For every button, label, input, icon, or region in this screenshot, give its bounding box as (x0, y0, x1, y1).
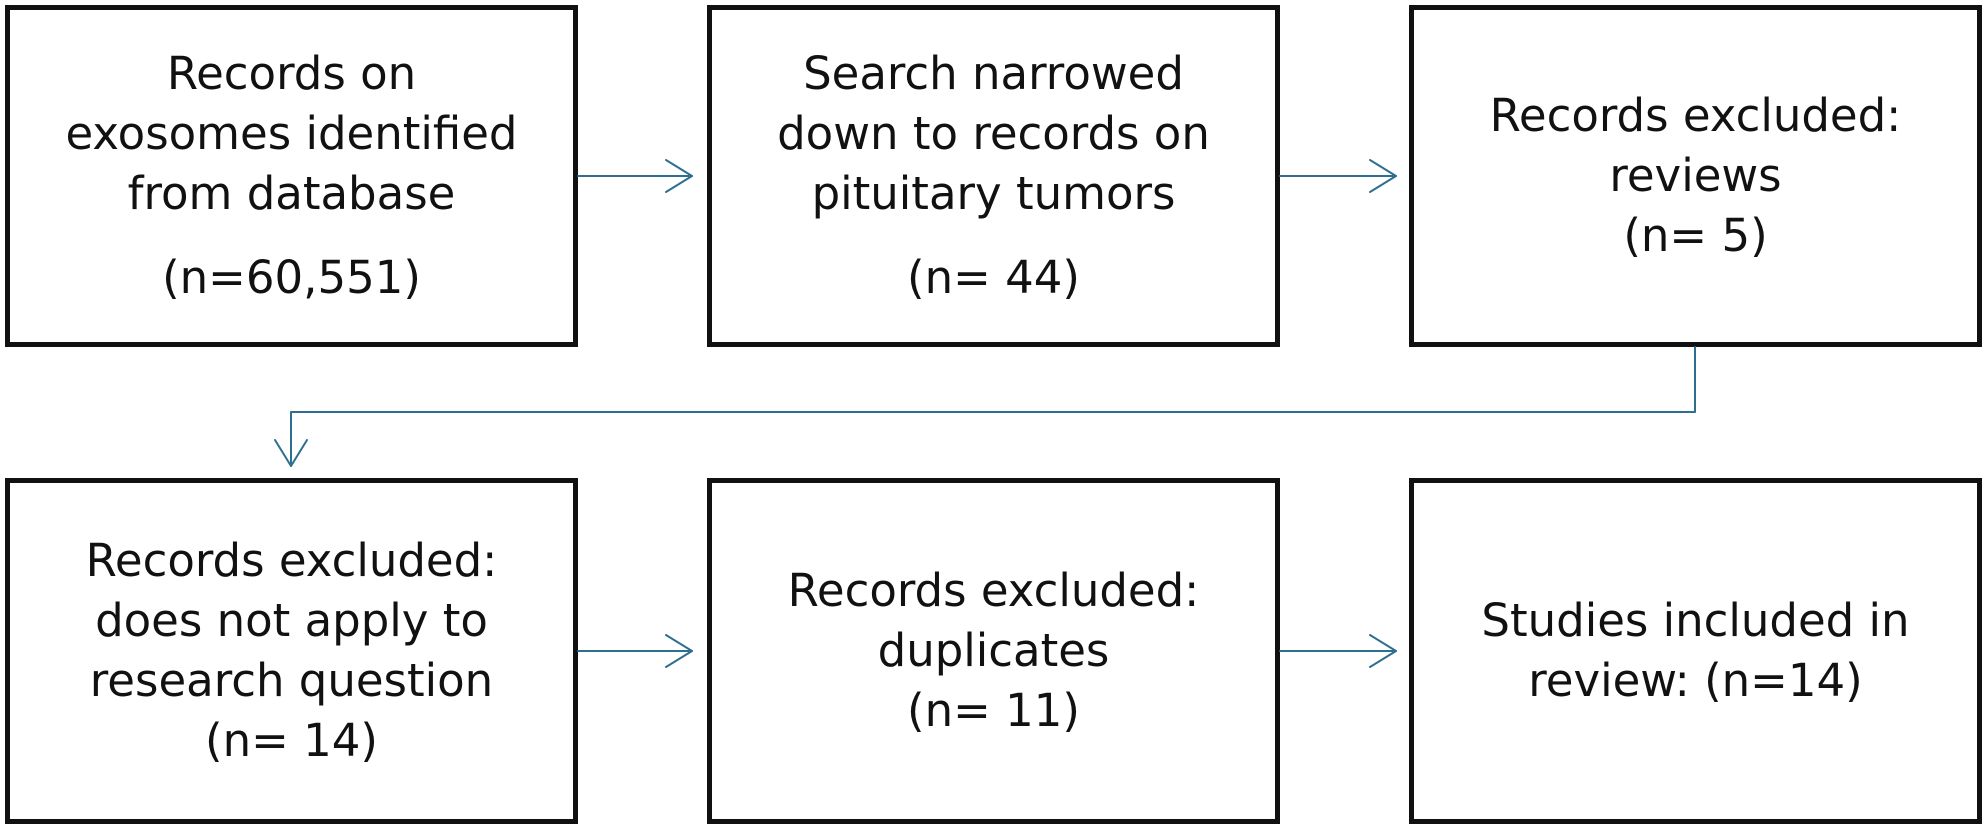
identified-records-line-1: Records on (166, 47, 417, 100)
excluded-not-applicable-line-3: research question (89, 654, 494, 707)
identified-records-count: (n=60,551) (162, 251, 421, 304)
excluded-duplicates-box: Records excluded: duplicates (n= 11) (707, 478, 1280, 824)
narrowed-search-line-3: pituitary tumors (811, 167, 1176, 220)
excluded-reviews-count: (n= 5) (1623, 209, 1768, 262)
excluded-reviews-line-2: reviews (1609, 149, 1782, 202)
excluded-not-applicable-box: Records excluded: does not apply to rese… (5, 478, 578, 824)
identified-records-line-3: from database (127, 167, 456, 220)
studies-included-line-1: Studies included in (1481, 594, 1910, 647)
studies-included-box: Studies included in review: (n=14) (1409, 478, 1982, 824)
excluded-reviews-line-1: Records excluded: (1489, 89, 1902, 142)
narrowed-search-line-2: down to records on (777, 107, 1210, 160)
identified-records-box: Records on exosomes identified from data… (5, 5, 578, 347)
arrow-not-applicable-to-duplicates (577, 634, 693, 668)
excluded-not-applicable-line-1: Records excluded: (85, 534, 498, 587)
arrow-duplicates-to-included (1279, 634, 1397, 668)
narrowed-search-line-1: Search narrowed (803, 47, 1184, 100)
arrow-identified-to-narrowed (577, 159, 693, 193)
narrowed-search-count: (n= 44) (907, 251, 1080, 304)
arrow-reviews-to-not-applicable (274, 346, 1696, 467)
identified-records-line-2: exosomes identified (65, 107, 518, 160)
excluded-duplicates-line-1: Records excluded: (787, 564, 1200, 617)
excluded-reviews-box: Records excluded: reviews (n= 5) (1409, 5, 1982, 347)
arrow-narrowed-to-reviews (1279, 159, 1397, 193)
excluded-not-applicable-count: (n= 14) (205, 714, 378, 767)
excluded-duplicates-line-2: duplicates (877, 624, 1110, 677)
narrowed-search-box: Search narrowed down to records on pitui… (707, 5, 1280, 347)
excluded-duplicates-count: (n= 11) (907, 684, 1080, 737)
studies-included-line-2: review: (n=14) (1528, 654, 1863, 707)
excluded-not-applicable-line-2: does not apply to (95, 594, 488, 647)
